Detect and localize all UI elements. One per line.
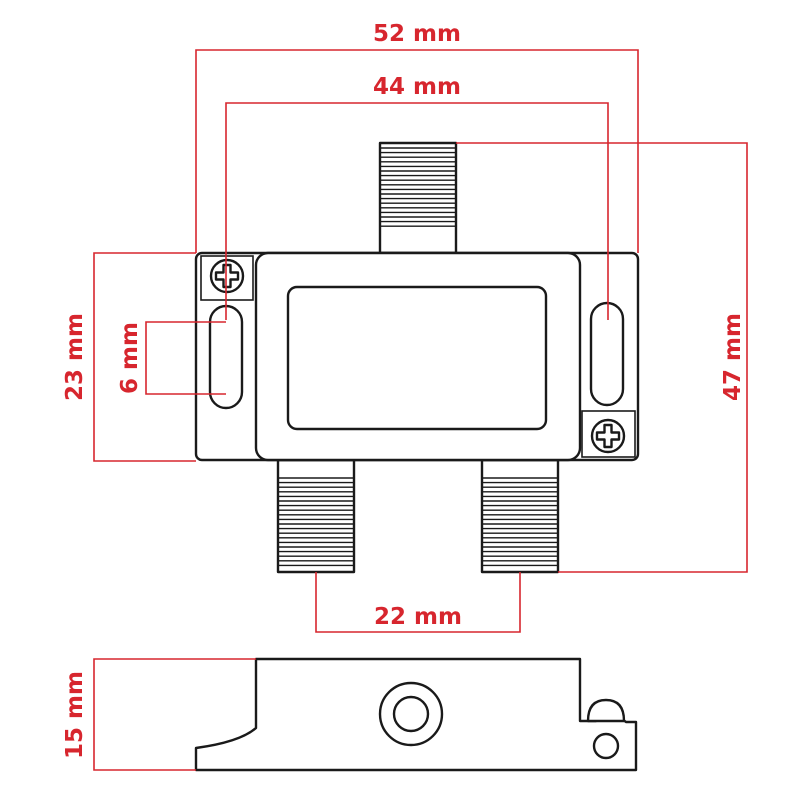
side-body — [194, 657, 638, 772]
dimension-label-23mm: 23 mm — [62, 313, 88, 401]
dimension-label-15mm: 15 mm — [62, 671, 88, 759]
screw-bottom-right — [590, 418, 626, 454]
input-connector-threads — [380, 147, 456, 227]
output-connector-left — [276, 458, 356, 574]
mounting-slot-right — [589, 301, 625, 407]
screw-top-left — [209, 258, 245, 294]
top-view — [194, 141, 640, 574]
label-window — [286, 285, 548, 431]
dimension-6mm: 6 mm — [117, 321, 226, 395]
housing-body — [254, 251, 582, 462]
right-screw-box — [581, 410, 636, 458]
dimension-44mm: 44 mm — [225, 74, 609, 320]
dimension-15mm: 15 mm — [62, 658, 256, 771]
side-screw-head — [586, 698, 626, 723]
output-connector-left-threads — [278, 477, 354, 567]
side-port-outer — [378, 681, 444, 747]
output-connector-right-threads — [482, 477, 558, 567]
dimension-label-6mm: 6 mm — [117, 322, 143, 394]
side-view — [194, 657, 638, 772]
side-port-inner — [392, 695, 430, 733]
dimension-47mm: 47 mm — [456, 142, 748, 573]
dimension-label-52mm: 52 mm — [373, 21, 461, 47]
dimension-52mm: 52 mm — [195, 21, 639, 253]
input-connector — [378, 141, 458, 255]
dimension-23mm: 23 mm — [62, 252, 196, 462]
dimension-label-22mm: 22 mm — [374, 604, 462, 630]
dimension-label-47mm: 47 mm — [720, 313, 746, 401]
dimension-label-44mm: 44 mm — [373, 74, 461, 100]
output-connector-right — [480, 458, 560, 574]
dimension-22mm: 22 mm — [315, 572, 521, 633]
left-screw-box — [200, 255, 254, 301]
side-hole — [592, 732, 620, 760]
